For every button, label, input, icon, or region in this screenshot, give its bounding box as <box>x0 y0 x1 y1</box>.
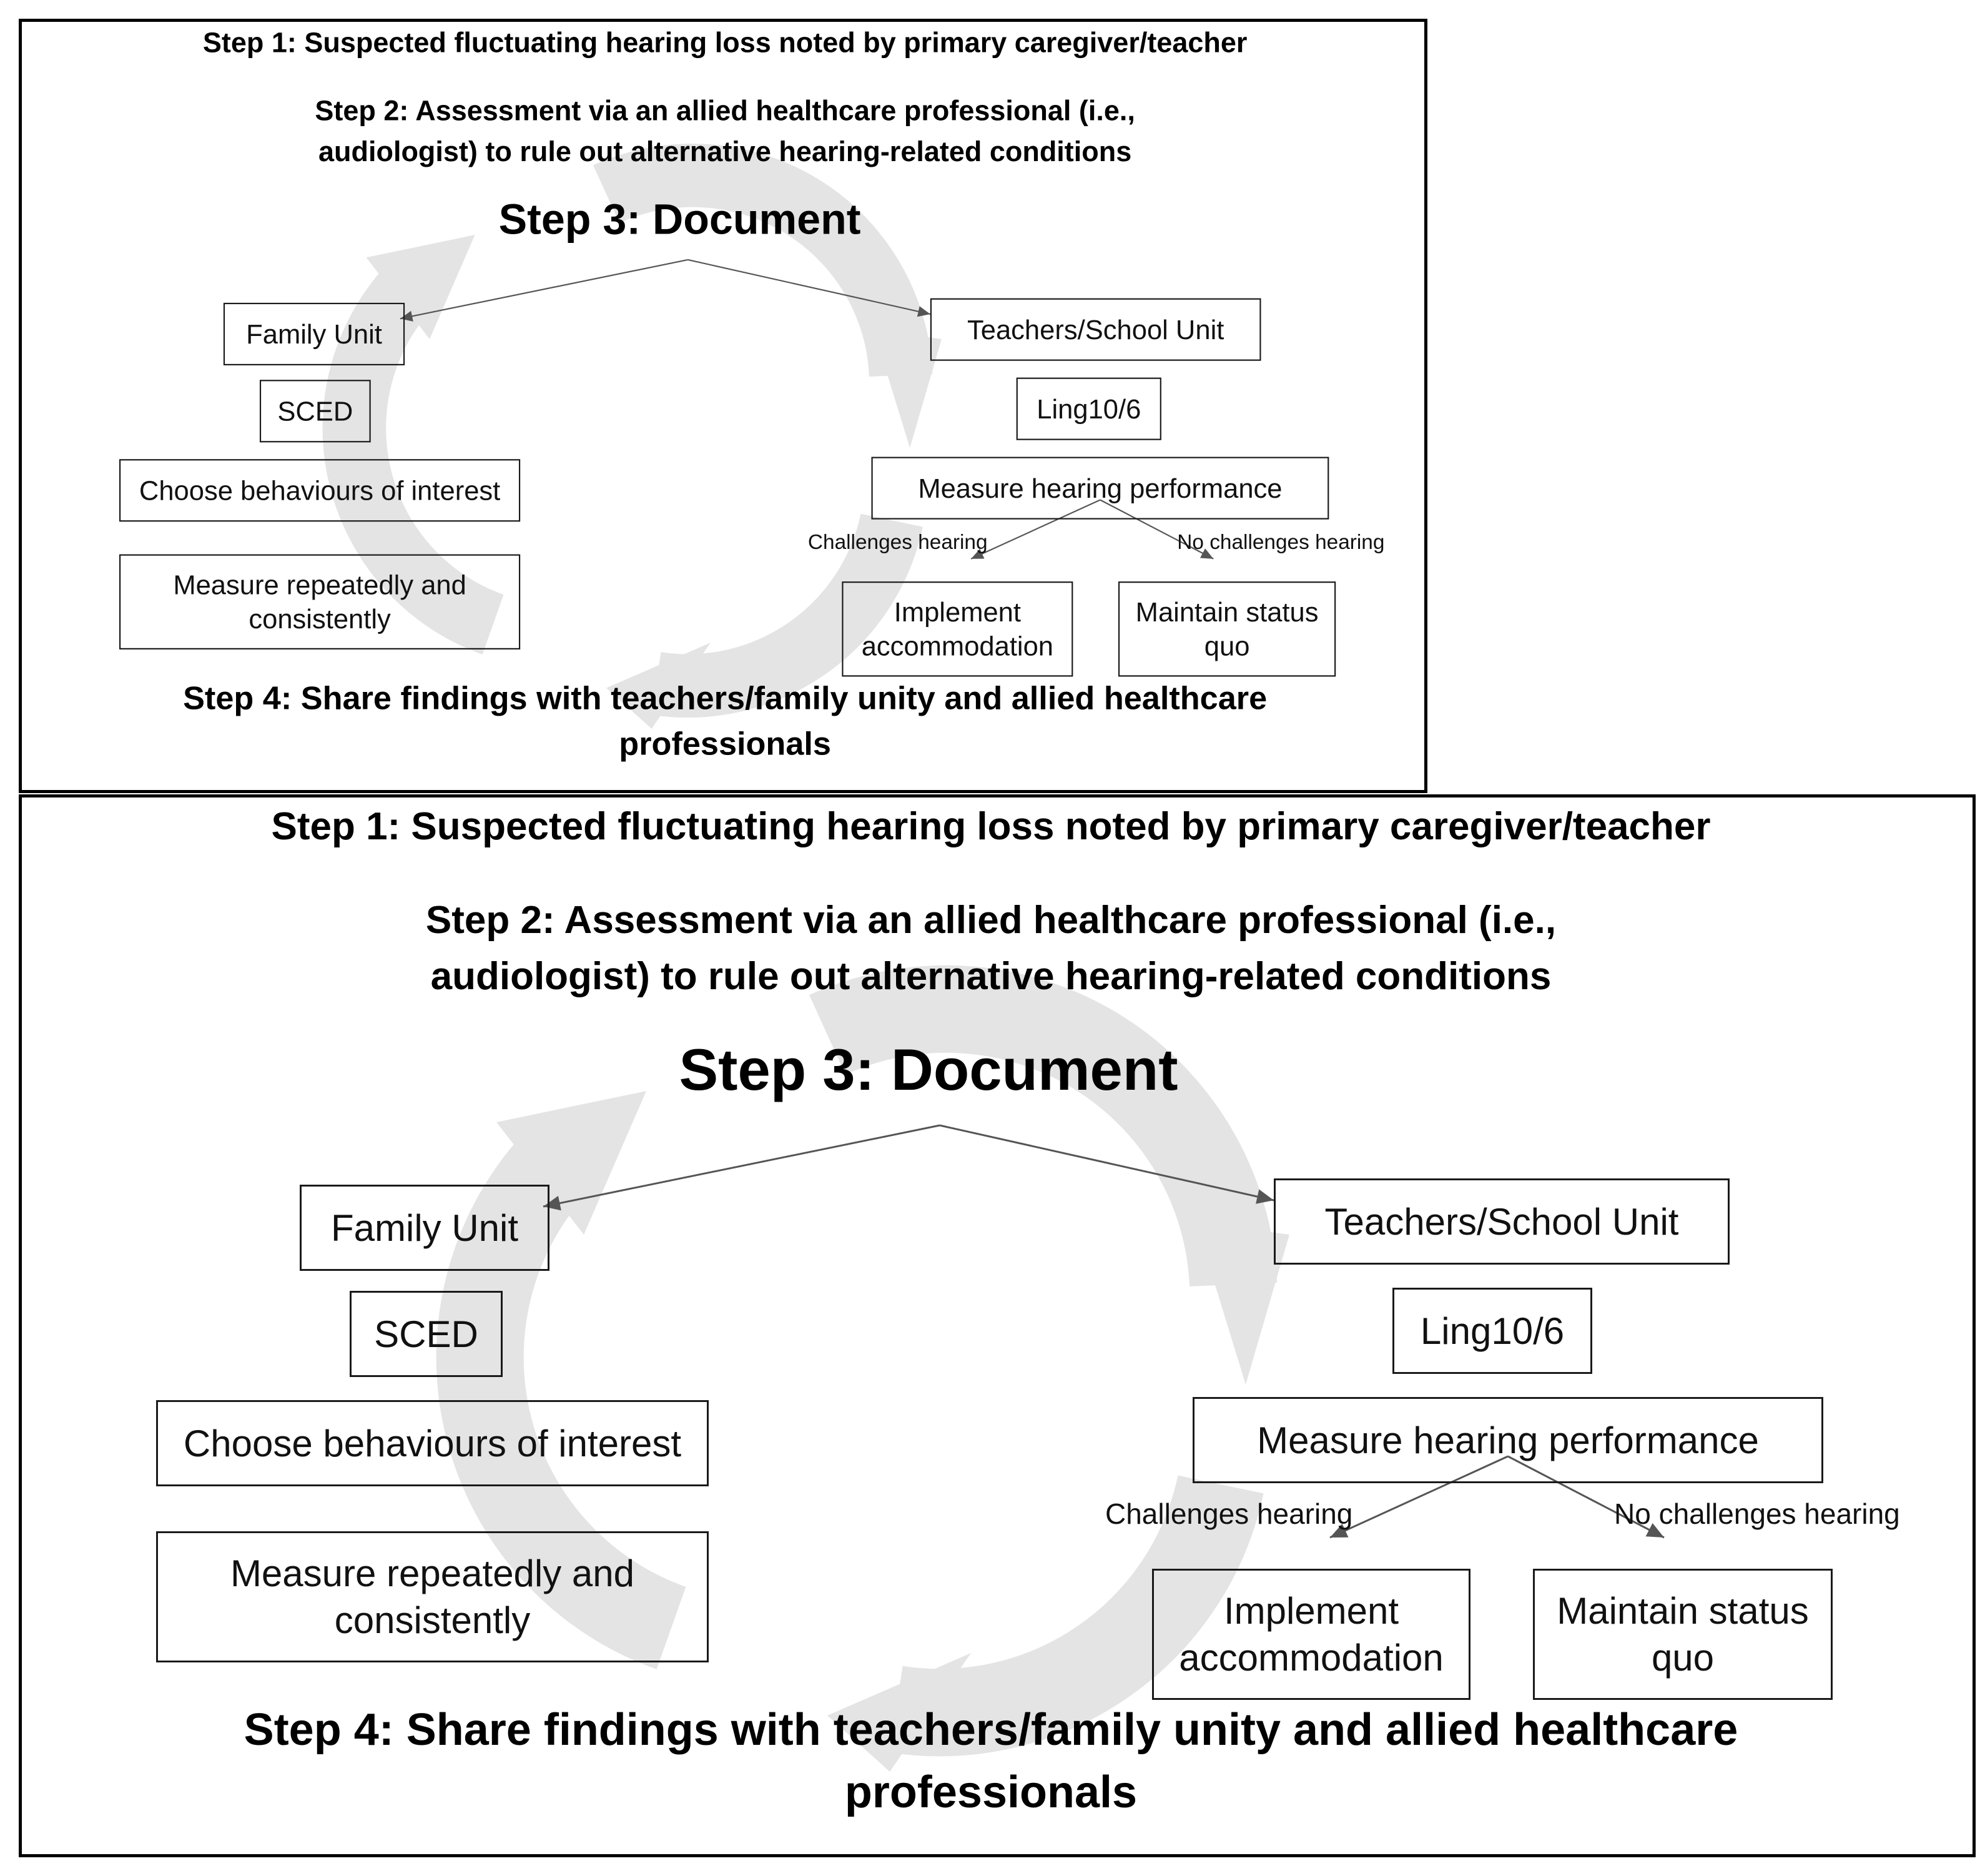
diagram-content-small: Step 1: Suspected fluctuating hearing lo… <box>22 22 1424 779</box>
step-2-line-1: Step 2: Assessment via an allied healthc… <box>315 95 1135 127</box>
diagram-panel-small: Step 1: Suspected fluctuating hearing lo… <box>19 19 1427 793</box>
step-4-line-2: professionals <box>844 1767 1138 1817</box>
connector-lines <box>543 1124 1665 1539</box>
implement-accommodation-box: Implement accommodation <box>1152 1569 1470 1700</box>
step-4-line-1: Step 4: Share findings with teachers/fam… <box>183 680 1268 717</box>
edge-label-no-challenges: No challenges hearing <box>1177 530 1385 554</box>
measure-hearing-performance-box: Measure hearing performance <box>871 457 1329 520</box>
choose-behaviours-box: Choose behaviours of interest <box>156 1400 709 1486</box>
arrow-to-family <box>400 259 688 322</box>
step-1-title: Step 1: Suspected fluctuating hearing lo… <box>202 27 1248 59</box>
step-2-line-1: Step 2: Assessment via an allied healthc… <box>425 899 1557 942</box>
arrow-to-school <box>687 259 931 317</box>
step-1-title: Step 1: Suspected fluctuating hearing lo… <box>271 805 1711 848</box>
sced-box: SCED <box>350 1291 503 1377</box>
measure-repeatedly-box: Measure repeatedly and consistently <box>119 554 521 649</box>
teachers-school-unit-box: Teachers/School Unit <box>930 298 1261 361</box>
connector-lines <box>400 259 1214 560</box>
ling-10-6-box: Ling10/6 <box>1392 1288 1592 1374</box>
step-2-line-2: audiologist) to rule out alternative hea… <box>318 136 1132 167</box>
diagram-content-large: Step 1: Suspected fluctuating hearing lo… <box>22 797 1960 1840</box>
arrow-to-family <box>543 1124 940 1211</box>
arrow-to-implement <box>970 499 1101 560</box>
cycle-watermark-icon <box>322 144 942 729</box>
step-4-line-1: Step 4: Share findings with teachers/fam… <box>244 1705 1738 1755</box>
edge-label-challenges: Challenges hearing <box>1105 1498 1353 1530</box>
family-unit-box: Family Unit <box>300 1185 549 1271</box>
step-2-line-2: audiologist) to rule out alternative hea… <box>430 955 1552 998</box>
maintain-status-quo-box: Maintain status quo <box>1533 1569 1833 1700</box>
arrow-to-school <box>939 1124 1274 1204</box>
family-unit-box: Family Unit <box>223 302 405 366</box>
teachers-school-unit-box: Teachers/School Unit <box>1274 1178 1730 1265</box>
ling-10-6-box: Ling10/6 <box>1016 377 1161 440</box>
measure-hearing-performance-box: Measure hearing performance <box>1193 1397 1823 1483</box>
arrow-to-implement <box>1329 1455 1509 1539</box>
step-3-title: Step 3: Document <box>679 1037 1178 1102</box>
implement-accommodation-box: Implement accommodation <box>842 581 1073 677</box>
sced-box: SCED <box>259 380 371 443</box>
arrow-to-maintain <box>1507 1455 1665 1539</box>
edge-label-challenges: Challenges hearing <box>807 530 988 554</box>
step-4-line-2: professionals <box>619 725 831 762</box>
arrow-to-maintain <box>1100 499 1214 560</box>
measure-repeatedly-box: Measure repeatedly and consistently <box>156 1531 709 1662</box>
diagram-panel-large: Step 1: Suspected fluctuating hearing lo… <box>19 794 1976 1857</box>
edge-label-no-challenges: No challenges hearing <box>1614 1498 1900 1530</box>
maintain-status-quo-box: Maintain status quo <box>1118 581 1336 677</box>
step-3-title: Step 3: Document <box>498 195 861 244</box>
choose-behaviours-box: Choose behaviours of interest <box>119 459 521 522</box>
cycle-watermark-icon <box>436 965 1289 1772</box>
